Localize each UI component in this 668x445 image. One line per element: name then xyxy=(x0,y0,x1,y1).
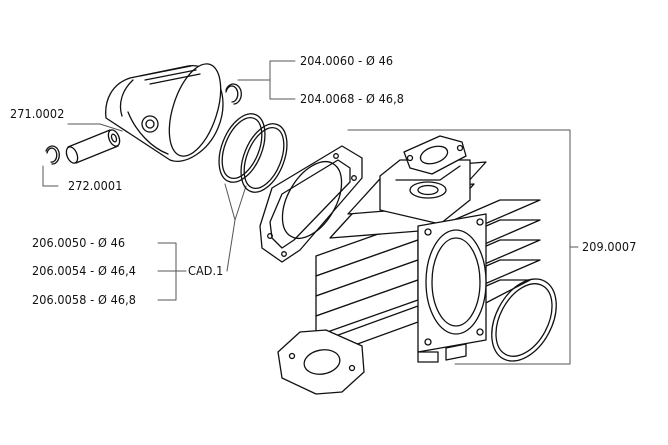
piston-pin-drawing xyxy=(65,129,121,164)
label-ring-46-4: 206.0054 - Ø 46,4 xyxy=(32,263,136,278)
label-pin: 271.0002 xyxy=(10,106,65,121)
circlip-lower-drawing xyxy=(45,145,60,165)
o-ring-drawing xyxy=(491,278,557,362)
circlip-upper-drawing xyxy=(225,83,242,105)
label-clip: 272.0001 xyxy=(68,178,123,193)
label-ring-qty: CAD.1 xyxy=(188,263,224,278)
piston-rings-drawing xyxy=(218,113,288,193)
label-cylinder: 209.0007 xyxy=(582,239,637,254)
piston-drawing xyxy=(105,63,224,162)
intake-gasket-drawing xyxy=(277,329,365,395)
label-ring-46-8: 206.0058 - Ø 46,8 xyxy=(32,292,136,307)
exhaust-gasket-drawing xyxy=(403,135,467,175)
label-piston-std: 204.0060 - Ø 46 xyxy=(300,53,394,68)
label-ring-46: 206.0050 - Ø 46 xyxy=(32,235,126,250)
base-gasket-drawing xyxy=(259,145,363,263)
label-piston-oversize: 204.0068 - Ø 46,8 xyxy=(300,91,404,106)
callout-lines xyxy=(42,60,579,365)
